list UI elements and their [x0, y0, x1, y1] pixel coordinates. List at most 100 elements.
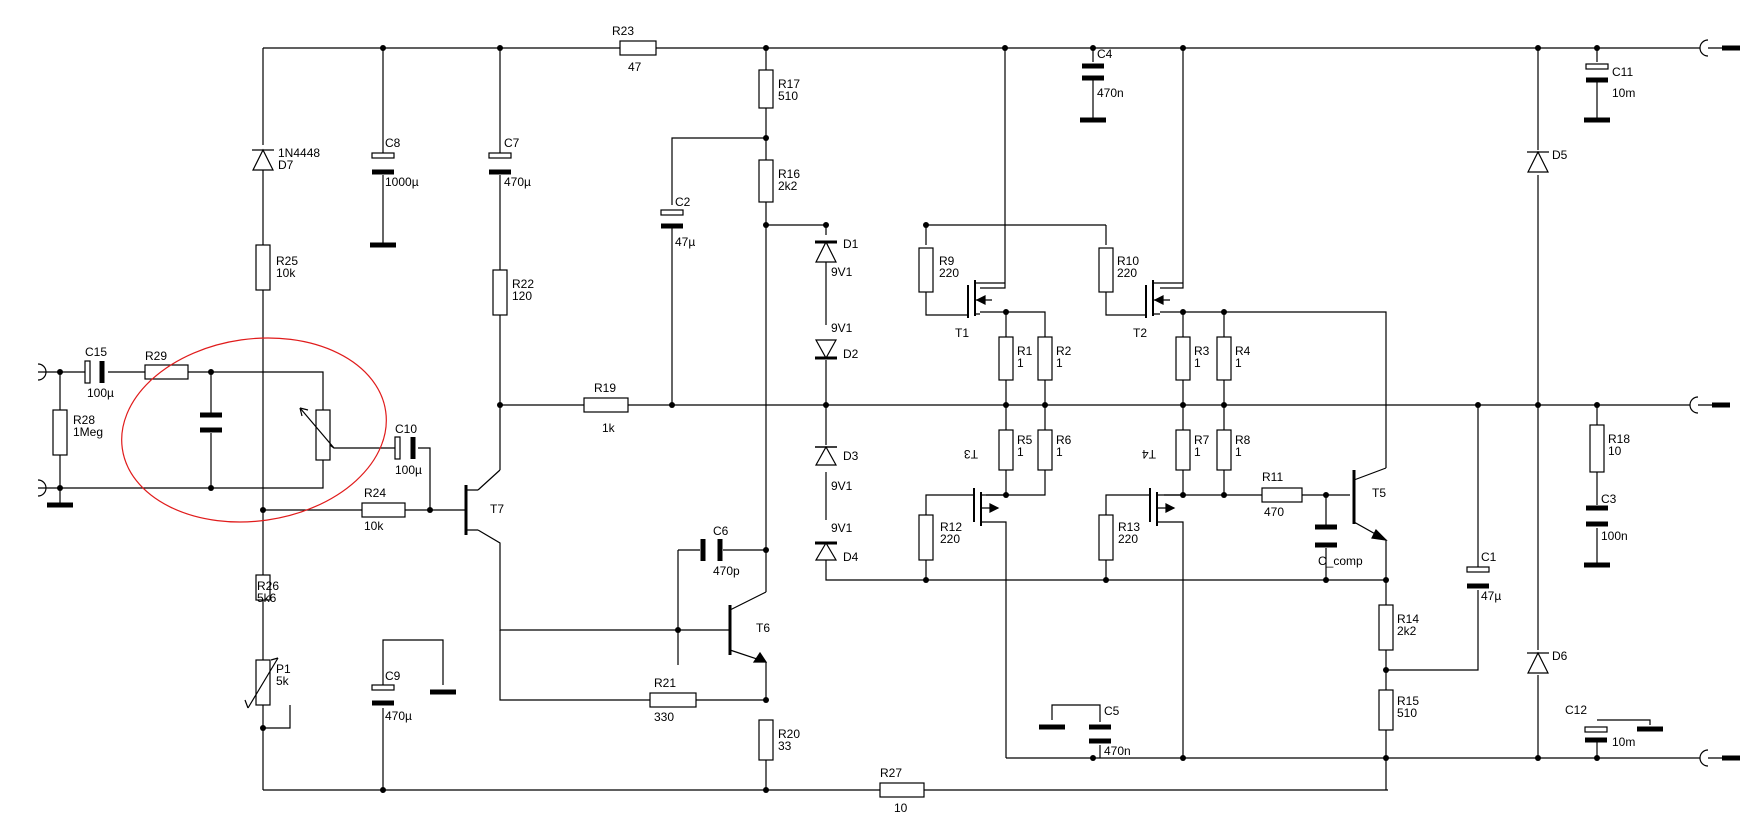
r20-value: 33	[778, 739, 792, 753]
r8-body	[1216, 429, 1232, 471]
r28-name: R28	[73, 413, 95, 427]
t5-name: T5	[1372, 486, 1386, 500]
d5-name: D5	[1552, 148, 1568, 162]
r17-value: 510	[778, 89, 798, 103]
terminals	[37, 39, 1740, 767]
r9-name: R9	[939, 254, 955, 268]
d7-value: 1N4448	[278, 146, 320, 160]
r11-body	[1261, 487, 1303, 503]
r3-body	[1175, 336, 1191, 381]
r23-body	[619, 40, 657, 56]
c-comp-name: C_comp	[1318, 554, 1363, 568]
r28-value: 1Meg	[73, 425, 103, 439]
p1-value: 5k	[276, 674, 290, 688]
c11-value: 10m	[1612, 86, 1635, 100]
r10-value: 220	[1117, 266, 1137, 280]
r19-name: R19	[594, 381, 616, 395]
r29-body	[144, 364, 189, 380]
d1-name: D1	[843, 237, 859, 251]
r19-body	[583, 397, 629, 413]
r25-body	[255, 244, 271, 291]
r13-name: R13	[1118, 520, 1140, 534]
c11-name: C11	[1612, 65, 1633, 79]
r22-name: R22	[512, 277, 534, 291]
ground-symbols	[47, 117, 1663, 732]
r21-name: R21	[654, 676, 676, 690]
r18-name: R18	[1608, 432, 1630, 446]
t2-name: T2	[1133, 326, 1147, 340]
r20-name: R20	[778, 727, 800, 741]
c12-name: C12	[1565, 703, 1587, 717]
junctions	[57, 45, 1600, 793]
c5-value: 470n	[1104, 744, 1131, 758]
c1-value: 47µ	[1481, 589, 1501, 603]
r23-value: 47	[628, 60, 642, 74]
r26-value: 5k6	[257, 591, 277, 605]
r19-value: 1k	[602, 421, 616, 435]
r1-body	[998, 336, 1014, 381]
r8-value: 1	[1235, 445, 1242, 459]
r24-body	[361, 502, 406, 518]
c7-value: 470µ	[504, 175, 531, 189]
r27-value: 10	[894, 801, 908, 815]
r12-body	[918, 514, 934, 561]
r15-name: R15	[1397, 694, 1419, 708]
r17-body	[758, 69, 774, 109]
r3-value: 1	[1194, 356, 1201, 370]
d1-value: 9V1	[831, 265, 853, 279]
r24-name: R24	[364, 486, 386, 500]
r6-name: R6	[1056, 433, 1072, 447]
t1-name: T1	[955, 326, 969, 340]
r22-body	[492, 269, 508, 316]
r2-name: R2	[1056, 344, 1072, 358]
d2-value: 9V1	[831, 321, 853, 335]
r4-name: R4	[1235, 344, 1251, 358]
c5-name: C5	[1104, 704, 1120, 718]
r1-name: R1	[1017, 344, 1033, 358]
r20-body	[758, 719, 774, 761]
r17-name: R17	[778, 77, 800, 91]
c9-value: 470µ	[385, 709, 412, 723]
c8-name: C8	[385, 136, 401, 150]
r11-name: R11	[1262, 470, 1283, 484]
r25-name: R25	[276, 254, 298, 268]
r4-value: 1	[1235, 356, 1242, 370]
c10-name: C10	[395, 422, 417, 436]
t3-name: T3	[964, 447, 978, 461]
c3-name: C3	[1601, 492, 1617, 506]
r26-name: R26	[257, 579, 279, 593]
c2-name: C2	[675, 195, 691, 209]
r18-body	[1589, 424, 1605, 473]
r23-name: R23	[612, 24, 634, 38]
r1-value: 1	[1017, 356, 1024, 370]
r12-name: R12	[940, 520, 962, 534]
r10-name: R10	[1117, 254, 1139, 268]
labels: R23 47 R17 510 R16 2k2 1N4448 D7 R25 10k…	[73, 24, 1635, 815]
r28-body	[52, 409, 68, 456]
c2-value: 47µ	[675, 235, 695, 249]
d3-name: D3	[843, 449, 859, 463]
r9-body	[918, 247, 934, 293]
t4-name: T4	[1142, 447, 1156, 461]
r18-value: 10	[1608, 444, 1622, 458]
r14-value: 2k2	[1397, 624, 1417, 638]
r12-value: 220	[940, 532, 960, 546]
c4-name: C4	[1097, 47, 1113, 61]
c4-value: 470n	[1097, 86, 1124, 100]
r14-name: R14	[1397, 612, 1419, 626]
r8-name: R8	[1235, 433, 1251, 447]
c8-value: 1000µ	[385, 175, 419, 189]
c10-value: 100µ	[395, 463, 422, 477]
d7-name: D7	[278, 158, 294, 172]
r24-value: 10k	[364, 519, 384, 533]
p1-name: P1	[276, 662, 291, 676]
r5-body	[998, 429, 1014, 471]
c1-name: C1	[1481, 550, 1497, 564]
r2-body	[1037, 336, 1053, 381]
r15-value: 510	[1397, 706, 1417, 720]
diodes	[252, 148, 1549, 674]
t7-name: T7	[490, 502, 504, 516]
c3-value: 100n	[1601, 529, 1628, 543]
